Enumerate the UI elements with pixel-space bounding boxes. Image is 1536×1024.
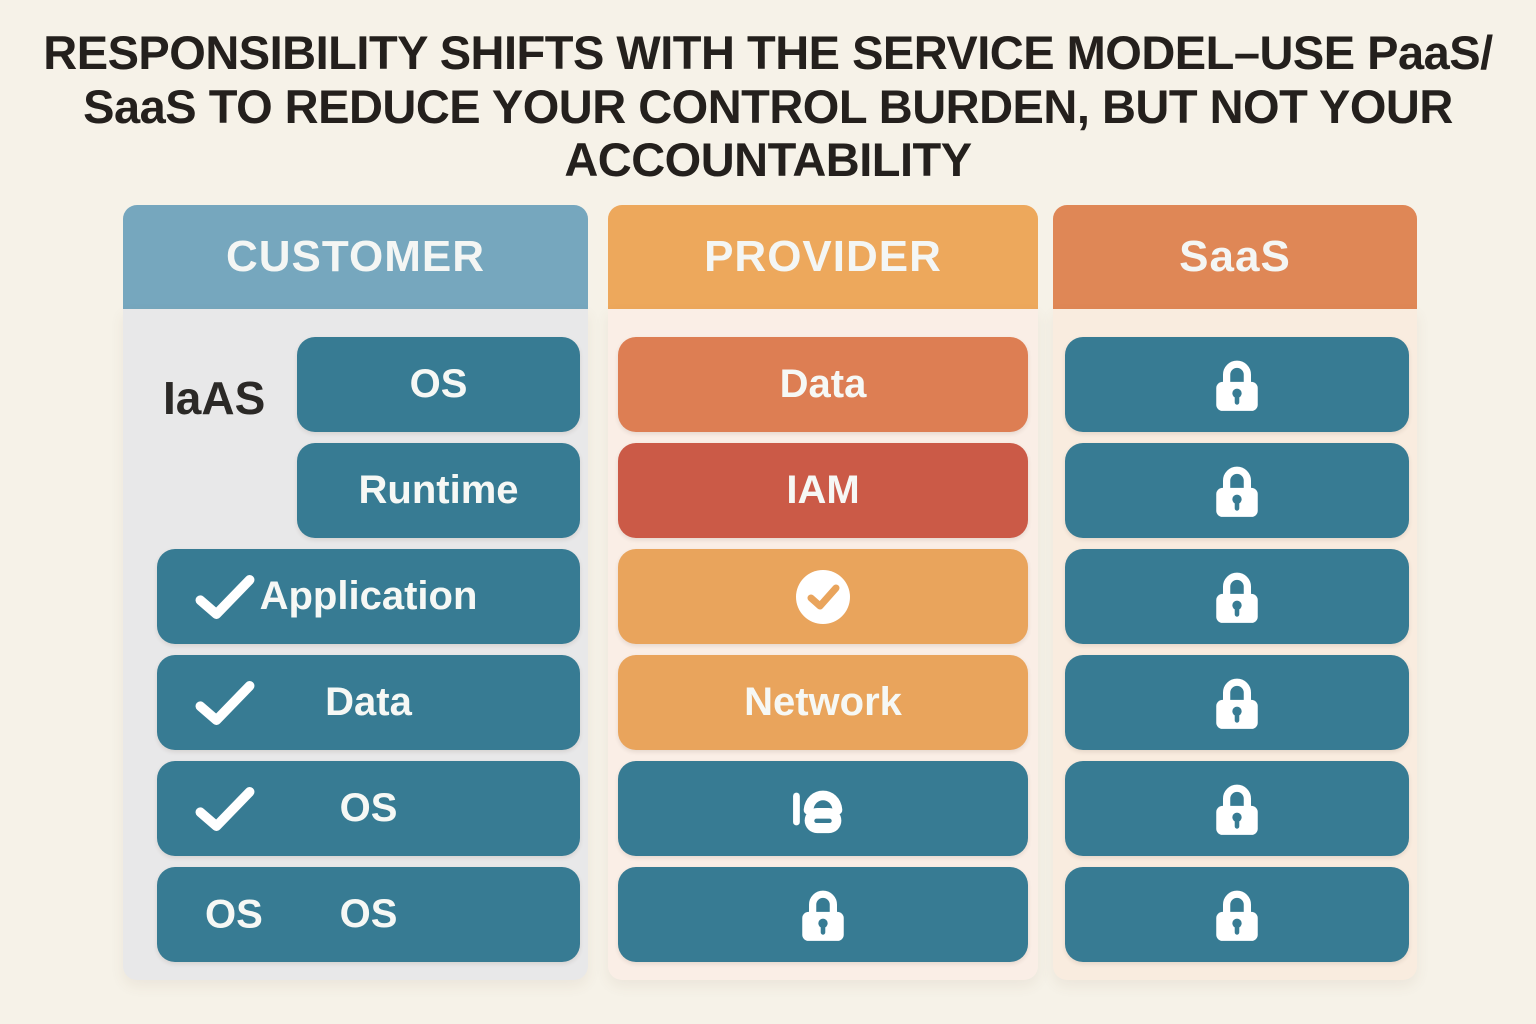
pill-os: OS OS	[157, 867, 580, 962]
check-icon	[195, 679, 255, 727]
column-customer-header: CUSTOMER	[123, 205, 588, 309]
pill-lock	[1065, 337, 1409, 432]
page-title: RESPONSIBILITY SHIFTS WITH THE SERVICE M…	[43, 26, 1493, 187]
column-saas: SaaS	[1053, 205, 1417, 980]
lock-icon	[800, 887, 846, 943]
lock-icon	[1214, 357, 1260, 413]
pill-os: OS	[157, 761, 580, 856]
pill-data: Data	[618, 337, 1028, 432]
pill-lock	[1065, 867, 1409, 962]
column-saas-body	[1053, 309, 1417, 980]
pill-label: OS	[409, 362, 468, 406]
pill-label: Network	[744, 680, 902, 724]
cloud-lock-icon	[792, 781, 854, 837]
column-saas-header: SaaS	[1053, 205, 1417, 309]
pill-lock	[618, 867, 1028, 962]
pill-label: Data	[779, 362, 867, 406]
column-provider-title: PROVIDER	[704, 232, 942, 281]
pill-data: Data	[157, 655, 580, 750]
pill-lock	[1065, 443, 1409, 538]
pill-lock	[1065, 655, 1409, 750]
service-model-label: IaAS	[163, 372, 266, 424]
column-provider-header: PROVIDER	[608, 205, 1038, 309]
pill-application: Application	[157, 549, 580, 644]
lock-icon	[1214, 675, 1260, 731]
pill-os: OS	[297, 337, 580, 432]
check-icon	[195, 785, 255, 833]
pill-lock	[1065, 761, 1409, 856]
pill-label: OS	[339, 892, 398, 936]
lock-icon	[1214, 463, 1260, 519]
lock-icon	[1214, 781, 1260, 837]
column-saas-title: SaaS	[1179, 232, 1291, 281]
pill-label: Data	[325, 680, 412, 724]
check-icon	[195, 573, 255, 621]
lock-icon	[1214, 887, 1260, 943]
pill-label: Runtime	[358, 468, 519, 512]
pill-network: Network	[618, 655, 1028, 750]
lock-icon	[1214, 569, 1260, 625]
pill-runtime: Runtime	[297, 443, 580, 538]
pill-iam: IAM	[618, 443, 1028, 538]
pill-label: IAM	[786, 468, 860, 512]
pill-left-label: OS	[205, 892, 263, 936]
pill-check-circle	[618, 549, 1028, 644]
pill-label: Application	[259, 574, 478, 618]
pill-cloud-lock	[618, 761, 1028, 856]
check-circle-icon	[795, 569, 851, 625]
pill-label: OS	[339, 786, 398, 830]
pill-lock	[1065, 549, 1409, 644]
column-customer-title: CUSTOMER	[226, 232, 485, 281]
